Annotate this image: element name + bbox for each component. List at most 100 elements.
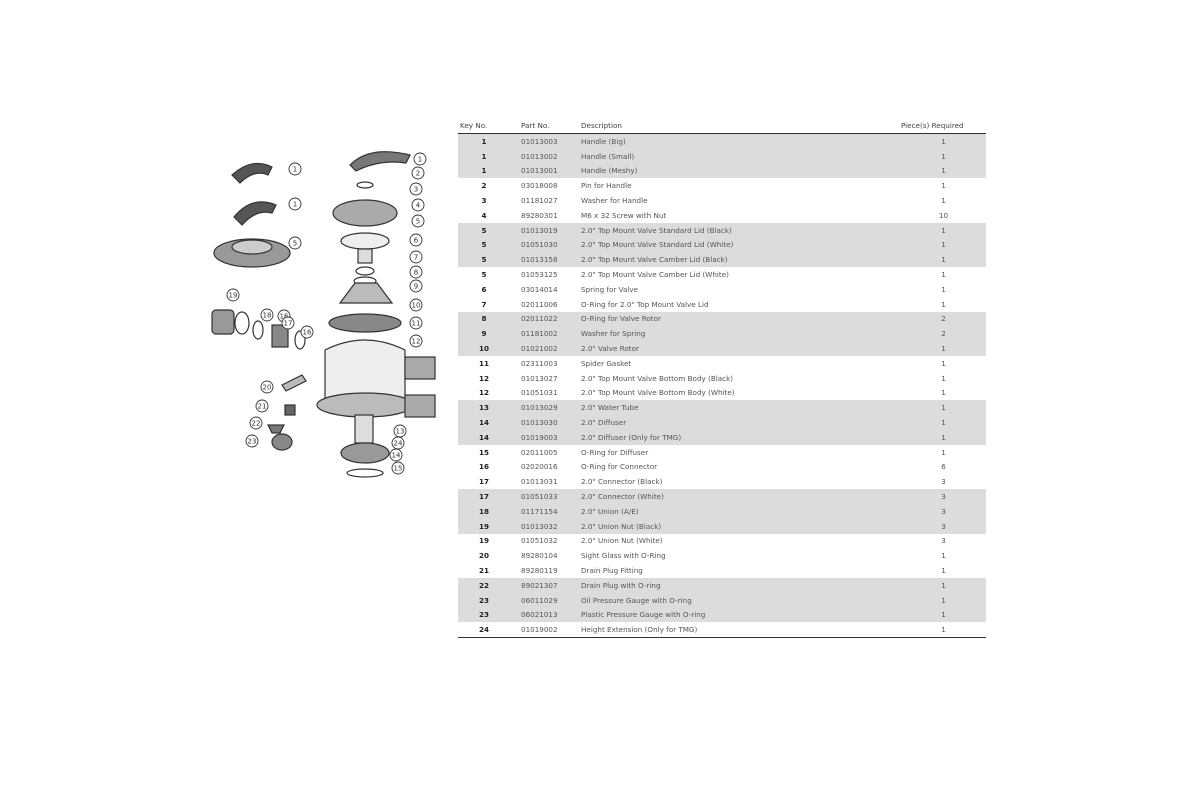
callout-18: 18 — [260, 308, 274, 322]
callout-label: 16 — [280, 313, 289, 321]
callout-label: 7 — [414, 254, 418, 262]
callout-8: 8 — [409, 265, 423, 279]
key-no-cell: 5 — [458, 252, 510, 268]
description-cell: 2.0" Top Mount Valve Camber Lid (Black) — [581, 252, 901, 268]
part-no-cell: 03014014 — [521, 284, 558, 294]
table-header-row: Key No. Part No. Description Piece(s) Re… — [458, 118, 986, 134]
pieces-required-cell: 3 — [901, 489, 986, 504]
callout-5: 5 — [411, 214, 425, 228]
callout-circle — [409, 250, 423, 264]
pieces-required-cell: 6 — [941, 462, 946, 472]
callout-10: 10 — [409, 298, 423, 312]
key-no-cell: 4 — [481, 210, 487, 220]
callout-22: 22 — [249, 416, 263, 430]
description-cell: 2.0" Top Mount Valve Bottom Body (White) — [581, 388, 735, 398]
key-no-cell: 5 — [481, 270, 487, 280]
callout-label: 1 — [418, 156, 422, 164]
part-no-cell: 02311003 — [521, 358, 558, 368]
description-cell: M6 x 32 Screw with Nut — [581, 210, 667, 220]
callout-label: 1 — [293, 166, 297, 174]
part-no-cell: 01171154 — [510, 503, 581, 519]
key-no-cell: 12 — [478, 388, 489, 398]
callout-label: 14 — [392, 452, 401, 460]
pieces-required-cell: 1 — [901, 133, 986, 149]
callout-circle — [389, 448, 403, 462]
pieces-required-cell: 1 — [901, 577, 986, 593]
description-cell: 2.0" Diffuser — [581, 415, 901, 430]
pieces-required-cell: 3 — [901, 503, 986, 519]
key-no-cell: 17 — [458, 489, 510, 504]
callout-label: 10 — [412, 302, 421, 310]
callout-circle — [300, 325, 314, 339]
description-cell: Spider Gasket — [581, 358, 632, 368]
callout-label: 21 — [258, 403, 267, 411]
callout-15: 15 — [391, 461, 405, 475]
key-no-cell: 2 — [481, 181, 487, 191]
description-cell: Washer for Spring — [581, 326, 901, 342]
part-no-cell: 02020016 — [521, 462, 558, 472]
callout-4: 4 — [411, 198, 425, 212]
description-cell: Plastic Pressure Gauge with O-ring — [581, 607, 901, 623]
pieces-required-cell: 1 — [941, 388, 946, 398]
key-no-cell: 1 — [458, 163, 510, 179]
key-no-cell: 14 — [458, 415, 510, 430]
pieces-required-cell: 1 — [941, 358, 946, 368]
callout-circle — [249, 416, 263, 430]
callout-23: 23 — [245, 434, 259, 448]
callout-label: 9 — [414, 283, 418, 291]
part-no-cell: 01181027 — [521, 196, 558, 206]
callout-label: 17 — [284, 320, 293, 328]
pieces-required-cell: 1 — [941, 299, 946, 309]
callout-1: 1 — [288, 162, 302, 176]
part-no-cell: 02011006 — [521, 299, 558, 309]
part-no-cell: 89021307 — [510, 577, 581, 593]
key-no-cell: 14 — [458, 429, 510, 445]
callout-circle — [409, 279, 423, 293]
key-no-cell: 9 — [458, 326, 510, 342]
callout-label: 4 — [416, 202, 421, 210]
callout-24: 24 — [391, 436, 405, 450]
callout-12: 12 — [409, 334, 423, 348]
callout-label: 8 — [414, 269, 418, 277]
callout-label: 11 — [412, 320, 421, 328]
callout-circle — [411, 214, 425, 228]
callout-21: 21 — [255, 399, 269, 413]
pieces-required-cell: 1 — [901, 429, 986, 445]
description-cell: Spring for Valve — [581, 284, 639, 294]
callout-label: 3 — [414, 186, 418, 194]
callout-6: 6 — [409, 233, 423, 247]
callout-16: 16 — [300, 325, 314, 339]
part-no-cell: 01013001 — [510, 163, 581, 179]
part-no-cell: 01181002 — [510, 326, 581, 342]
description-cell: Oil Pressure Gauge with O-ring — [581, 592, 901, 608]
key-no-cell: 13 — [458, 400, 510, 416]
callout-20: 20 — [260, 380, 274, 394]
callout-5: 5 — [288, 236, 302, 250]
part-no-cell: 01019002 — [510, 622, 581, 639]
part-no-cell: 03018008 — [521, 181, 558, 191]
description-cell: Washer for Handle — [581, 196, 648, 206]
callout-7: 7 — [409, 250, 423, 264]
description-cell: 2.0" Union Nut (White) — [581, 536, 663, 546]
callout-circle — [409, 316, 423, 330]
key-no-cell: 23 — [458, 607, 510, 623]
pieces-required-cell: 3 — [941, 477, 946, 487]
callout-2: 2 — [411, 166, 425, 180]
callout-label: 19 — [229, 292, 238, 300]
callout-label: 16 — [303, 329, 312, 337]
pieces-required-cell: 1 — [901, 222, 986, 238]
part-no-cell: 02011005 — [521, 447, 558, 457]
